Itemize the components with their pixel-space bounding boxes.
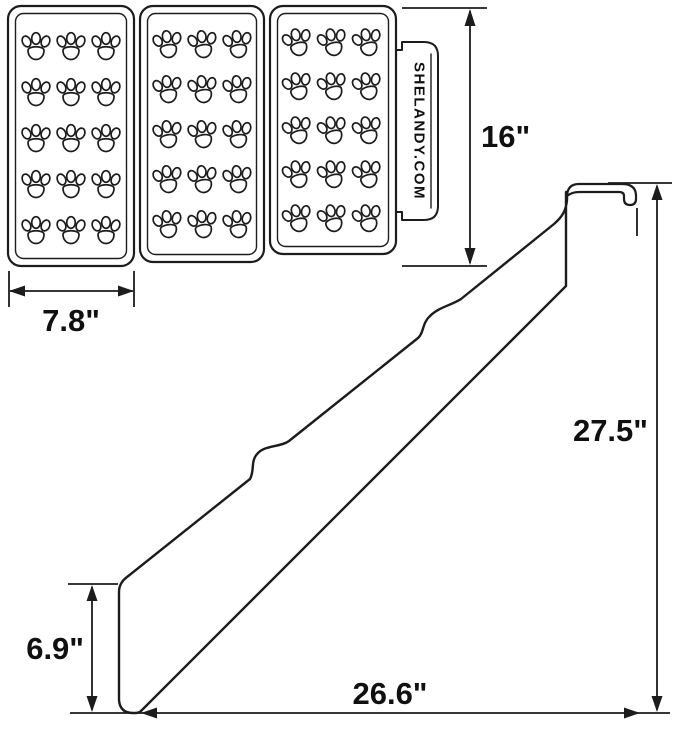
paw-print-icon: [313, 200, 352, 236]
paw-print-icon: [278, 156, 317, 192]
paw-print-icon: [19, 77, 53, 107]
paw-print-icon: [89, 215, 123, 245]
paw-print-icon: [89, 77, 123, 107]
panel-1-outer: [6, 4, 136, 268]
dimensions: 16" 7.8" 27.5" 26.6": [8, 7, 672, 719]
dimension-arrowhead: [118, 285, 134, 297]
dimension-overall-height: 27.5": [573, 182, 672, 712]
dimension-arrowhead: [464, 248, 476, 265]
dimension-arrowhead: [141, 707, 157, 719]
dimension-label-overall-length: 26.6": [352, 676, 427, 711]
paw-grid-3: [278, 24, 387, 236]
dimension-arrowhead: [651, 696, 663, 712]
dimension-arrowhead: [624, 707, 640, 719]
paw-print-icon: [149, 27, 186, 61]
dimension-label-foot-height: 6.9": [26, 631, 84, 666]
paw-print-icon: [54, 215, 88, 245]
paw-print-icon: [184, 162, 221, 196]
dimension-label-tread-width: 16": [481, 119, 530, 154]
paw-print-icon: [54, 123, 88, 153]
dimension-arrowhead: [464, 9, 476, 26]
paw-print-icon: [219, 207, 256, 241]
paw-print-icon: [278, 68, 317, 104]
paw-print-icon: [89, 169, 123, 199]
panel-3-outer: [268, 4, 398, 256]
dimension-foot-height: 6.9": [26, 583, 118, 712]
paw-print-icon: [54, 169, 88, 199]
paw-print-icon: [219, 27, 256, 61]
paw-print-icon: [54, 77, 88, 107]
paw-print-icon: [219, 117, 256, 151]
paw-grid-1: [19, 31, 123, 245]
paw-print-icon: [184, 72, 221, 106]
paw-print-icon: [19, 123, 53, 153]
paw-print-icon: [313, 156, 352, 192]
paw-print-icon: [348, 68, 387, 104]
paw-print-icon: [278, 24, 317, 60]
paw-print-icon: [313, 24, 352, 60]
paw-print-icon: [89, 31, 123, 61]
top-view: SHELANDY.COM: [6, 4, 439, 268]
panel-2-inner: [146, 12, 258, 256]
paw-print-icon: [278, 200, 317, 236]
paw-print-icon: [278, 112, 317, 148]
hanger-hook: [564, 182, 638, 207]
dimension-overall-length: 26.6": [70, 676, 670, 719]
paw-print-icon: [149, 72, 186, 106]
paw-print-icon: [313, 68, 352, 104]
brand-text: SHELANDY.COM: [411, 62, 428, 200]
paw-print-icon: [313, 112, 352, 148]
paw-print-icon: [348, 112, 387, 148]
paw-print-icon: [219, 162, 256, 196]
panel-2-outer: [138, 4, 266, 264]
ramp-profile: [117, 190, 569, 715]
paw-print-icon: [149, 117, 186, 151]
paw-print-icon: [219, 72, 256, 106]
side-view: [117, 182, 638, 715]
paw-print-icon: [184, 207, 221, 241]
hanger-bracket: [395, 41, 439, 221]
paw-print-icon: [184, 27, 221, 61]
paw-print-icon: [149, 207, 186, 241]
dimension-arrowhead: [9, 285, 25, 297]
paw-print-icon: [19, 215, 53, 245]
dimension-label-overall-height: 27.5": [573, 413, 648, 448]
paw-print-icon: [348, 200, 387, 236]
dimension-panel-width: 7.8": [8, 271, 135, 338]
paw-print-icon: [19, 169, 53, 199]
paw-print-icon: [149, 162, 186, 196]
dimension-arrowhead: [86, 585, 98, 601]
paw-grid-2: [149, 27, 256, 241]
paw-print-icon: [54, 31, 88, 61]
paw-print-icon: [89, 123, 123, 153]
panel-1-inner: [14, 12, 128, 260]
panel-3-inner: [276, 12, 390, 248]
paw-print-icon: [348, 24, 387, 60]
dimension-label-panel-width: 7.8": [42, 303, 100, 338]
dimension-arrowhead: [86, 696, 98, 712]
paw-print-icon: [348, 156, 387, 192]
paw-print-icon: [184, 117, 221, 151]
dimension-arrowhead: [651, 184, 663, 200]
paw-print-icon: [19, 31, 53, 61]
dimension-tread-width: 16": [402, 7, 530, 267]
